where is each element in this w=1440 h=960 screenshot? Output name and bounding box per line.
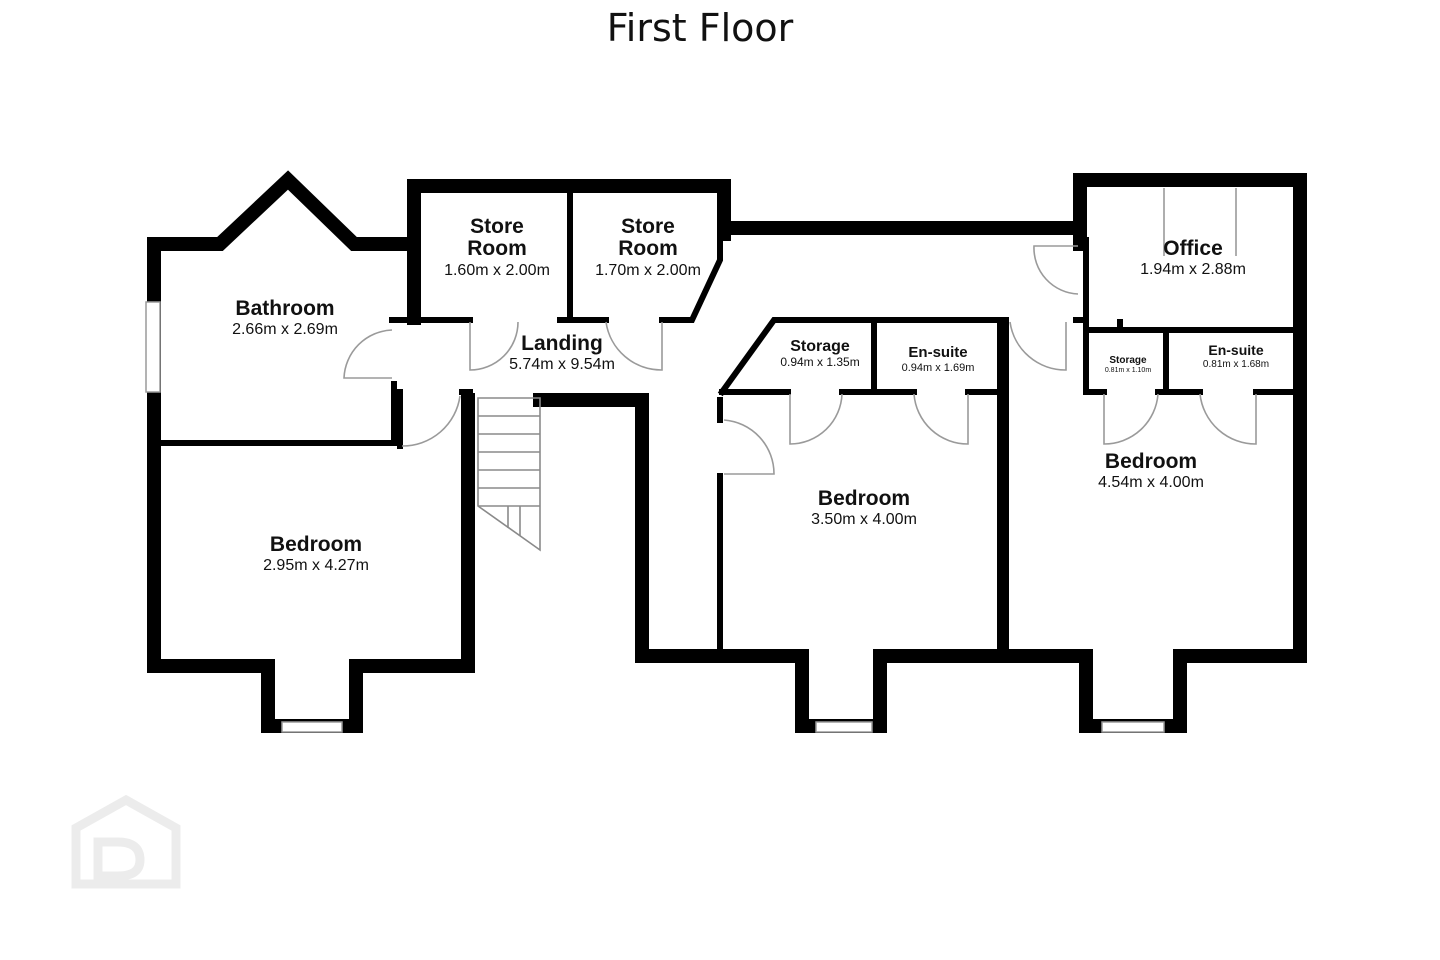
room-en-suite-right: En-suite 0.81m x 1.68m bbox=[1203, 342, 1269, 370]
room-name: Storage bbox=[1109, 355, 1147, 366]
room-name: Bedroom bbox=[270, 533, 362, 556]
property-logo-icon bbox=[71, 794, 181, 889]
windows bbox=[145, 301, 1165, 733]
floor-title: First Floor bbox=[606, 6, 794, 50]
room-dimensions: 5.74m x 9.54m bbox=[509, 356, 615, 373]
room-name: Room bbox=[618, 237, 678, 260]
room-name: Store bbox=[470, 215, 524, 238]
room-bedroom-left: Bedroom 2.95m x 4.27m bbox=[263, 533, 369, 574]
room-store-room-2: Store Room 1.70m x 2.00m bbox=[595, 215, 701, 279]
room-name: Store bbox=[621, 215, 675, 238]
room-name: Room bbox=[467, 237, 527, 260]
room-dimensions: 3.50m x 4.00m bbox=[811, 511, 917, 528]
room-store-room-1: Store Room 1.60m x 2.00m bbox=[444, 215, 550, 279]
room-dimensions: 1.94m x 2.88m bbox=[1140, 261, 1246, 278]
room-dimensions: 1.70m x 2.00m bbox=[595, 262, 701, 279]
room-bedroom-right: Bedroom 4.54m x 4.00m bbox=[1098, 450, 1204, 491]
room-name: Bedroom bbox=[818, 487, 910, 510]
room-storage-middle: Storage 0.94m x 1.35m bbox=[780, 338, 859, 369]
room-name: Landing bbox=[521, 332, 603, 355]
room-landing: Landing 5.74m x 9.54m bbox=[509, 332, 615, 373]
room-name: Office bbox=[1163, 237, 1223, 260]
room-dimensions: 2.95m x 4.27m bbox=[263, 557, 369, 574]
room-name: En-suite bbox=[1208, 342, 1263, 358]
room-dimensions: 4.54m x 4.00m bbox=[1098, 474, 1204, 491]
room-office: Office 1.94m x 2.88m bbox=[1140, 237, 1246, 278]
room-name: Storage bbox=[790, 338, 850, 355]
interior-walls bbox=[151, 187, 1297, 651]
room-dimensions: 0.81m x 1.10m bbox=[1105, 367, 1151, 374]
room-en-suite-middle: En-suite 0.94m x 1.69m bbox=[902, 344, 975, 374]
room-name: Bedroom bbox=[1105, 450, 1197, 473]
room-name: Bathroom bbox=[235, 297, 334, 320]
room-dimensions: 0.81m x 1.68m bbox=[1203, 359, 1269, 370]
room-dimensions: 0.94m x 1.69m bbox=[902, 362, 975, 374]
staircase bbox=[477, 397, 541, 552]
room-dimensions: 2.66m x 2.69m bbox=[232, 321, 338, 338]
room-name: En-suite bbox=[908, 344, 967, 361]
room-dimensions: 0.94m x 1.35m bbox=[780, 355, 859, 369]
room-bedroom-middle: Bedroom 3.50m x 4.00m bbox=[811, 487, 917, 528]
room-bathroom: Bathroom 2.66m x 2.69m bbox=[232, 297, 338, 338]
doors bbox=[343, 188, 1257, 475]
room-storage-right: Storage 0.81m x 1.10m bbox=[1105, 355, 1151, 374]
room-dimensions: 1.60m x 2.00m bbox=[444, 262, 550, 279]
